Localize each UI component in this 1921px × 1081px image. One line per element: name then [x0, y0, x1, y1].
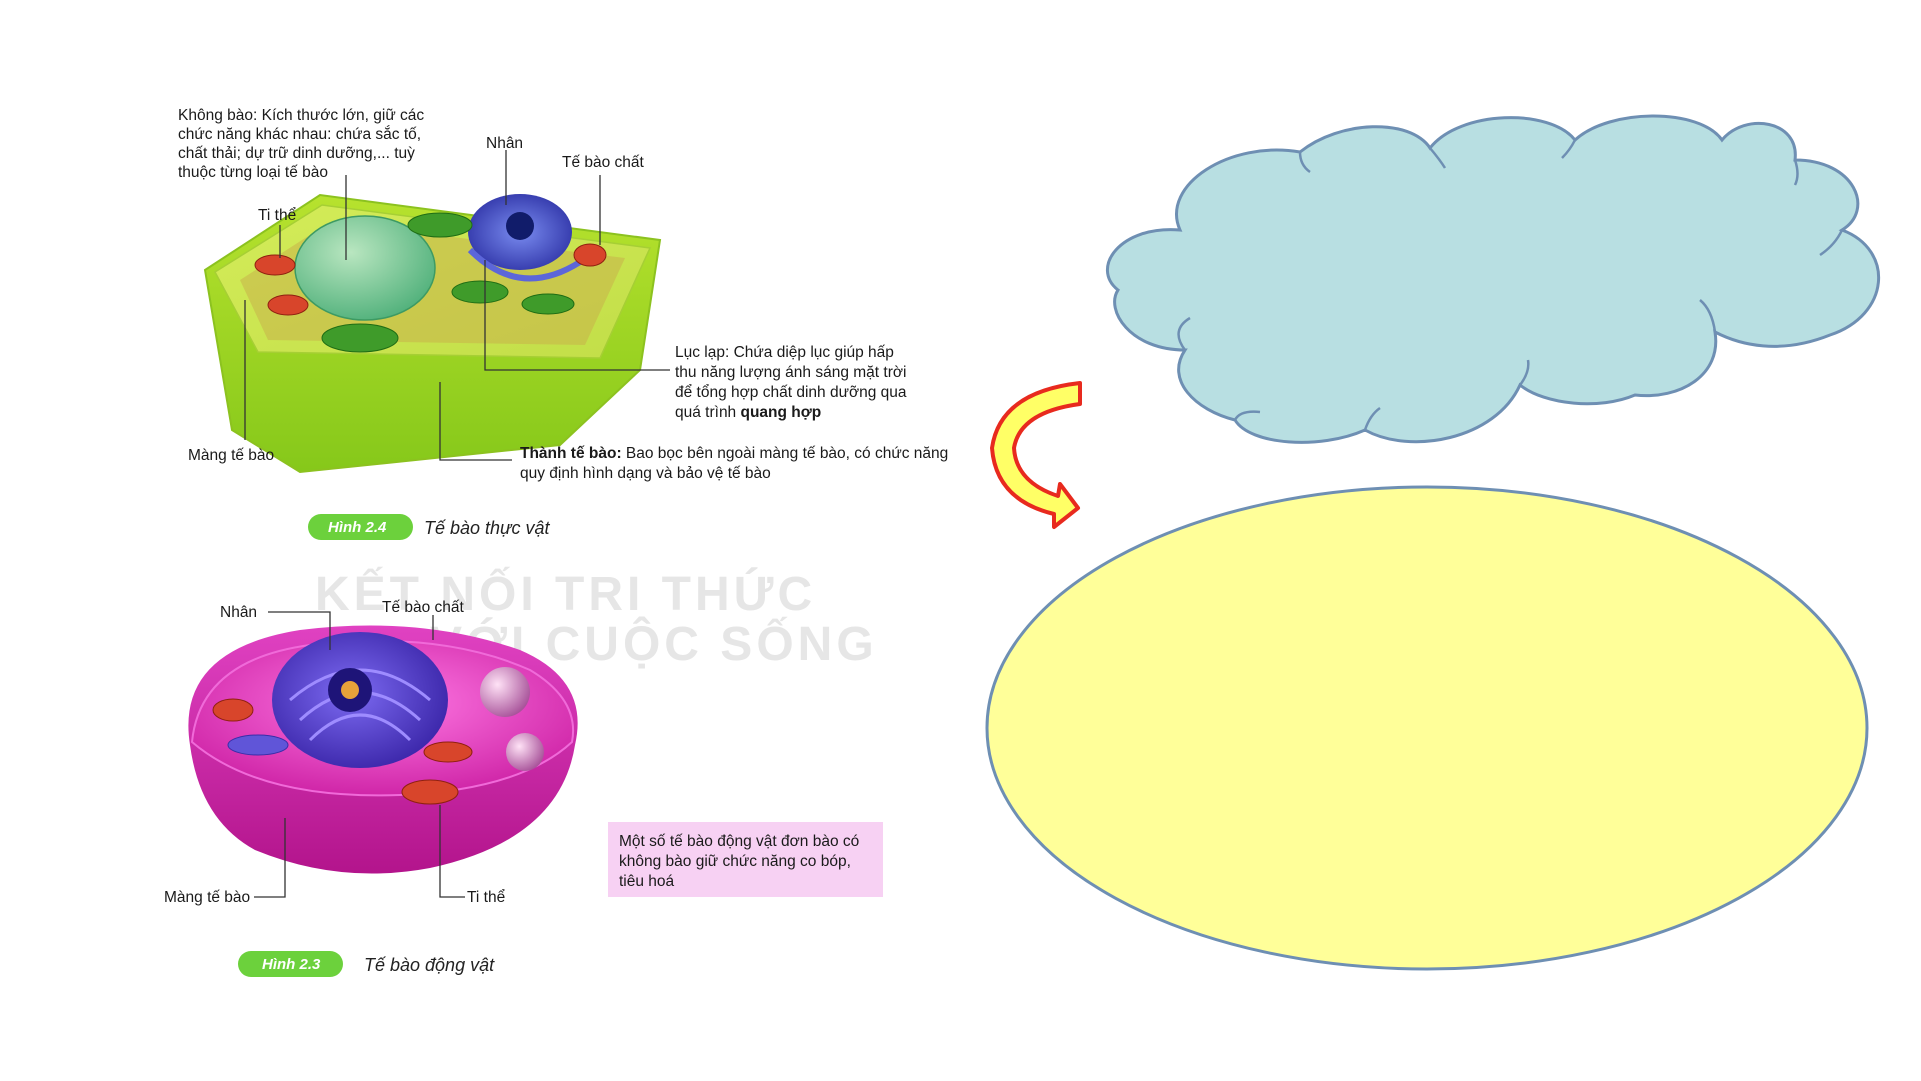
label-wall-1: Thành tế bào: Bao bọc bên ngoài màng tế … — [520, 445, 948, 462]
label-animal-membrane: Màng tế bào — [164, 889, 250, 906]
leader-animal-membrane — [254, 818, 286, 898]
watermark: KẾT NỐI TRI THỨC VỚI CUỘC SỐNG — [315, 566, 874, 671]
animal-mitochondrion-3 — [401, 779, 459, 805]
leader-chloroplast — [484, 260, 670, 371]
label-chloroplast-1: Lục lạp: Chứa diệp lục giúp hấp — [675, 344, 894, 361]
animal-cell-figure: Nhân Tế bào chất Màng tế bào Ti thể Một … — [164, 599, 883, 977]
label-vacuole-3: chất thải; dự trữ dinh dưỡng,... tuỳ — [178, 145, 415, 162]
plant-nucleolus — [506, 212, 534, 240]
animal-mitochondrion-1 — [212, 698, 254, 722]
label-animal-nucleus: Nhân — [220, 604, 257, 621]
animal-nucleolus-core — [341, 681, 359, 699]
label-photosynthesis: quang hợp — [741, 404, 822, 421]
figure-caption-plant: Tế bào thực vật — [424, 518, 550, 538]
vesicle-2 — [506, 733, 544, 771]
plant-mitochondrion-1 — [254, 254, 296, 276]
animal-mitochondrion-2 — [423, 741, 473, 763]
label-vacuole-2: chức năng khác nhau: chứa sắc tố, — [178, 126, 421, 143]
chloroplast-3 — [451, 280, 509, 304]
plant-mitochondrion-3 — [573, 243, 607, 267]
figure-number-animal: Hình 2.3 — [262, 956, 321, 973]
chloroplast-2 — [321, 323, 399, 353]
figure-badge-plant — [308, 514, 413, 540]
watermark-line-1: KẾT NỐI TRI THỨC — [315, 566, 816, 621]
label-chloroplast-3: để tổng hợp chất dinh dưỡng qua — [675, 384, 907, 401]
label-animal-mitochondria: Ti thể — [467, 889, 505, 906]
label-wall-title: Thành tế bào: — [520, 445, 622, 462]
figure-badge-animal — [238, 951, 343, 977]
label-plant-membrane: Màng tế bào — [188, 447, 274, 464]
note-line-3: tiêu hoá — [619, 873, 675, 890]
leader-animal-mitochondria — [439, 805, 465, 898]
note-line-1: Một số tế bào động vật đơn bào có — [619, 833, 859, 850]
note-line-2: không bào giữ chức năng co bóp, — [619, 853, 851, 870]
chloroplast-1 — [407, 212, 473, 238]
note-box — [608, 822, 883, 897]
label-chloroplast-2: thu năng lượng ánh sáng mặt trời — [675, 364, 906, 381]
figure-number-plant: Hình 2.4 — [328, 519, 387, 536]
plant-er — [467, 247, 582, 282]
label-vacuole-4: thuộc từng loại tế bào — [178, 164, 328, 181]
animal-er — [227, 734, 289, 756]
answer-ellipse[interactable] — [985, 485, 1869, 971]
plant-cell-figure: Không bào: Kích thước lớn, giữ các chức … — [178, 107, 948, 540]
chloroplast-4 — [521, 293, 575, 315]
label-plant-mitochondria: Ti thể — [258, 207, 296, 224]
plant-mitochondrion-2 — [267, 294, 309, 316]
label-chloroplast-4: quá trình quang hợp — [675, 404, 821, 421]
label-animal-cytoplasm: Tế bào chất — [382, 599, 465, 616]
leader-animal-nucleus — [268, 611, 331, 650]
vacuole — [294, 215, 436, 321]
figure-caption-animal: Tế bào động vật — [364, 955, 495, 975]
label-plant-nucleus: Nhân — [486, 135, 523, 152]
cloud-inner-arcs — [1177, 139, 1844, 431]
label-vacuole-1: Không bào: Kích thước lớn, giữ các — [178, 107, 424, 124]
leader-wall — [439, 382, 512, 461]
curved-arrow — [990, 381, 1082, 529]
label-wall-2: quy định hình dạng và bảo vệ tế bào — [520, 465, 771, 482]
vesicle-1 — [480, 667, 530, 717]
label-plant-cytoplasm: Tế bào chất — [562, 154, 645, 171]
cloud-shape[interactable] — [1106, 114, 1880, 444]
